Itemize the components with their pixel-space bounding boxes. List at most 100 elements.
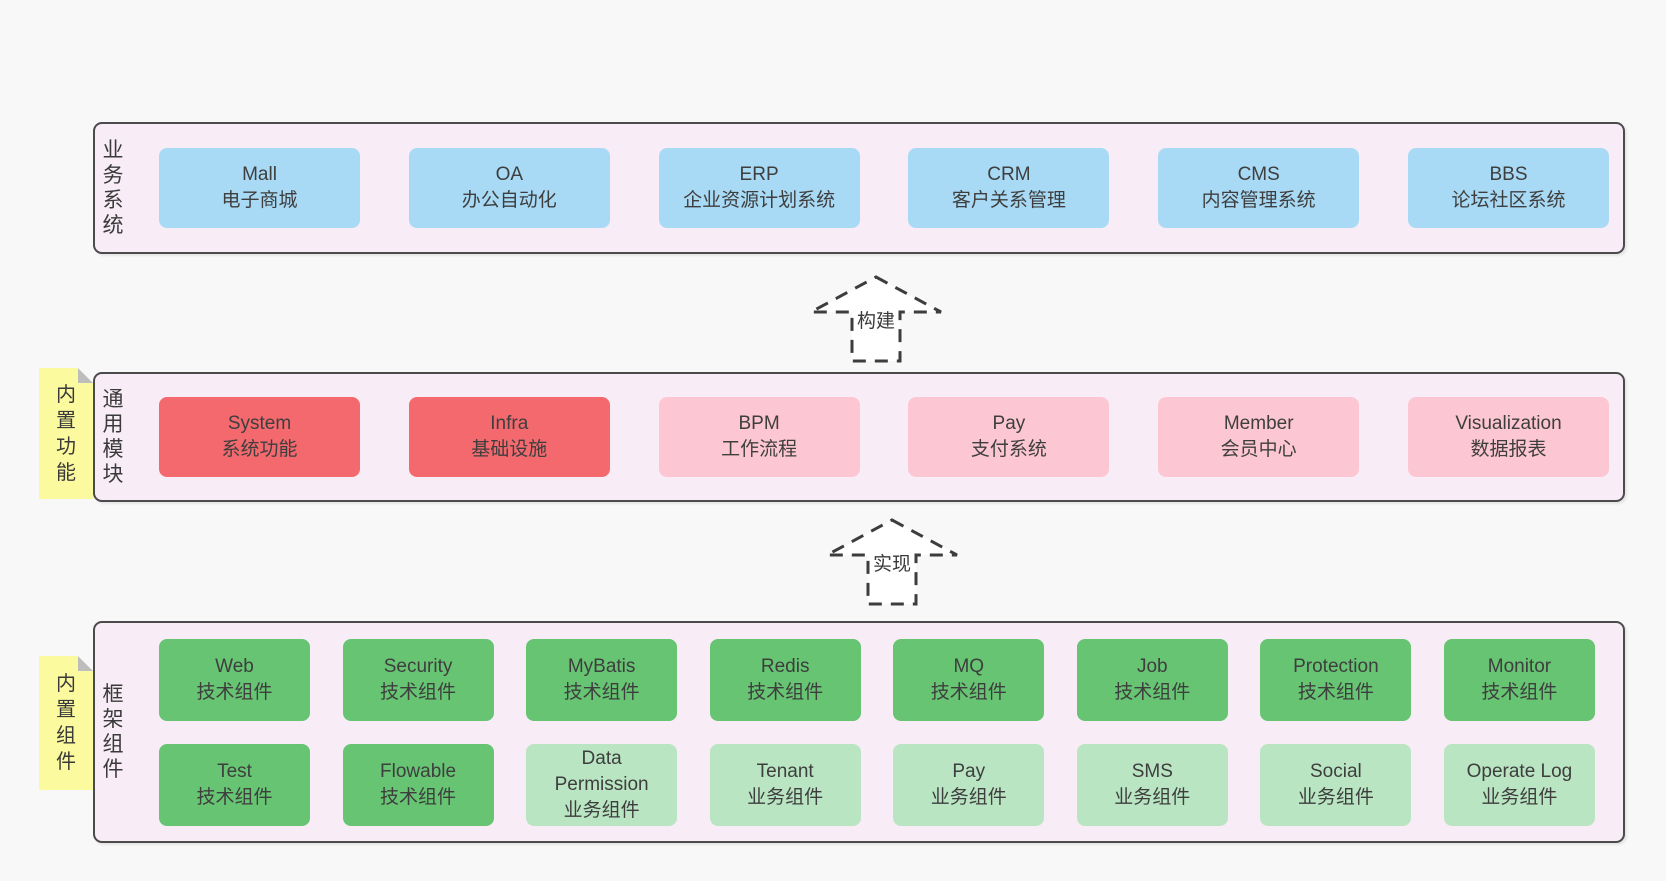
- layer-title: 框架组件: [102, 683, 124, 781]
- box-desc: 客户关系管理: [951, 190, 1066, 211]
- arrow-label: 实现: [869, 554, 915, 576]
- box-cms: CMS 内容管理系统: [1158, 148, 1360, 228]
- box-sms: SMS 业务组件: [1076, 743, 1228, 826]
- box-name: Test: [217, 760, 252, 782]
- box-name: Member: [1223, 413, 1294, 434]
- box-infra: Infra 基础设施: [408, 397, 610, 477]
- box-desc: 技术组件: [380, 681, 457, 703]
- box-name: Social: [1310, 760, 1362, 782]
- box-desc: 技术组件: [196, 786, 273, 808]
- box-oa: OA 办公自动化: [408, 148, 610, 228]
- box-desc: 企业资源计划系统: [683, 190, 836, 211]
- box-desc: 工作流程: [721, 439, 798, 460]
- box-desc: 内容管理系统: [1201, 190, 1316, 211]
- layer-common-modules: 通用模块 System 系统功能 Infra 基础设施 BPM 工作流程 Pay…: [93, 372, 1625, 502]
- box-desc: 业务组件: [747, 786, 824, 808]
- box-pay-biz: Pay 业务组件: [893, 743, 1045, 826]
- box-name: Redis: [760, 655, 810, 677]
- box-data-permission: Data Permission 业务组件: [526, 743, 678, 826]
- box-name: Operate Log: [1466, 760, 1573, 782]
- box-desc: 电子商城: [221, 190, 298, 211]
- box-pay: Pay 支付系统: [908, 397, 1110, 477]
- box-name: Protection: [1293, 655, 1379, 677]
- box-desc: 技术组件: [1114, 681, 1191, 703]
- box-name: Monitor: [1487, 655, 1552, 677]
- box-mall: Mall 电子商城: [159, 148, 360, 228]
- box-visualization: Visualization 数据报表: [1407, 397, 1609, 477]
- box-name: Visualization: [1455, 413, 1562, 434]
- box-redis: Redis 技术组件: [709, 638, 861, 721]
- box-desc: 基础设施: [471, 439, 548, 460]
- folded-corner-icon: [78, 656, 93, 671]
- box-security: Security 技术组件: [342, 638, 494, 721]
- box-name: OA: [495, 164, 524, 185]
- box-desc: 技术组件: [380, 786, 457, 808]
- box-name: Mall: [242, 164, 277, 185]
- layer-box-row: System 系统功能 Infra 基础设施 BPM 工作流程 Pay 支付系统…: [159, 397, 1609, 477]
- box-desc: 业务组件: [563, 799, 640, 821]
- layer-box-row: Mall 电子商城 OA 办公自动化 ERP 企业资源计划系统 CRM 客户关系…: [159, 148, 1609, 228]
- box-bbs: BBS 论坛社区系统: [1407, 148, 1609, 228]
- box-mq: MQ 技术组件: [893, 638, 1045, 721]
- box-desc: 论坛社区系统: [1451, 190, 1566, 211]
- box-desc: 会员中心: [1220, 439, 1297, 460]
- sticky-note-builtin-features: 内置功能: [39, 368, 93, 499]
- sticky-note-builtin-components: 内置组件: [39, 656, 93, 790]
- folded-corner-icon: [78, 368, 93, 383]
- box-name: Flowable: [380, 760, 457, 782]
- sticky-note-label: 内置组件: [56, 673, 76, 773]
- layer-title: 通用模块: [102, 388, 124, 486]
- box-name: Pay: [992, 413, 1026, 434]
- box-desc: 业务组件: [1481, 786, 1558, 808]
- box-name: Job: [1136, 655, 1168, 677]
- box-name: CRM: [987, 164, 1031, 185]
- box-protection: Protection 技术组件: [1260, 638, 1412, 721]
- box-system: System 系统功能: [159, 397, 360, 477]
- box-name: Data Permission: [554, 747, 649, 795]
- box-name: SMS: [1131, 760, 1173, 782]
- box-desc: 办公自动化: [461, 190, 557, 211]
- box-desc: 技术组件: [196, 681, 273, 703]
- box-crm: CRM 客户关系管理: [908, 148, 1110, 228]
- box-desc: 业务组件: [1297, 786, 1374, 808]
- box-test: Test 技术组件: [159, 743, 310, 826]
- box-flowable: Flowable 技术组件: [342, 743, 494, 826]
- layer-box-row: Web 技术组件 Security 技术组件 MyBatis 技术组件 Redi…: [159, 638, 1595, 721]
- build-arrow: 构建: [806, 274, 946, 364]
- implement-arrow: 实现: [822, 517, 962, 607]
- layer-box-row: Test 技术组件 Flowable 技术组件 Data Permission …: [159, 743, 1595, 826]
- box-desc: 数据报表: [1470, 439, 1547, 460]
- box-mybatis: MyBatis 技术组件: [526, 638, 678, 721]
- layer-framework-components: 框架组件 Web 技术组件 Security 技术组件 MyBatis 技术组件…: [93, 621, 1625, 843]
- box-desc: 技术组件: [930, 681, 1007, 703]
- box-erp: ERP 企业资源计划系统: [658, 148, 860, 228]
- box-desc: 技术组件: [1297, 681, 1374, 703]
- box-name: ERP: [739, 164, 779, 185]
- box-desc: 技术组件: [747, 681, 824, 703]
- box-name: Web: [215, 655, 254, 677]
- box-name: Infra: [490, 413, 529, 434]
- box-desc: 系统功能: [221, 439, 298, 460]
- box-name: CMS: [1237, 164, 1280, 185]
- box-operate-log: Operate Log 业务组件: [1443, 743, 1595, 826]
- box-name: MyBatis: [567, 655, 636, 677]
- box-monitor: Monitor 技术组件: [1443, 638, 1595, 721]
- box-bpm: BPM 工作流程: [658, 397, 860, 477]
- box-name: Pay: [952, 760, 986, 782]
- box-name: MQ: [953, 655, 985, 677]
- sticky-note-label: 内置功能: [56, 383, 76, 484]
- box-name: BBS: [1489, 164, 1528, 185]
- box-name: Tenant: [756, 760, 814, 782]
- arrow-label: 构建: [853, 311, 899, 333]
- box-desc: 支付系统: [970, 439, 1047, 460]
- layer-title: 业务系统: [102, 139, 124, 237]
- box-social: Social 业务组件: [1260, 743, 1412, 826]
- box-name: System: [227, 413, 292, 434]
- box-web: Web 技术组件: [159, 638, 310, 721]
- box-desc: 技术组件: [1481, 681, 1558, 703]
- box-desc: 技术组件: [563, 681, 640, 703]
- box-desc: 业务组件: [1114, 786, 1191, 808]
- box-job: Job 技术组件: [1076, 638, 1228, 721]
- layer-business-systems: 业务系统 Mall 电子商城 OA 办公自动化 ERP 企业资源计划系统 CRM…: [93, 122, 1625, 254]
